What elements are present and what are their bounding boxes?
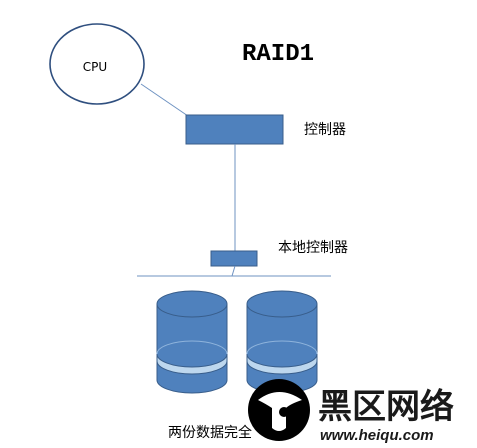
cpu-controller-connector — [140, 83, 189, 117]
cpu-label: CPU — [83, 60, 107, 74]
watermark-brand: 黑区网络 — [318, 387, 454, 427]
cpu-node — [49, 23, 145, 105]
disk-cylinder-right — [246, 290, 318, 394]
diagram-title: RAID1 — [242, 41, 314, 68]
controller-box — [185, 114, 284, 145]
watermark: 黑区网络 www.heiqu.com — [248, 379, 454, 444]
disk-right-top — [246, 290, 318, 318]
disk-cylinder-left — [156, 290, 228, 394]
disks-caption: 两份数据完全 — [168, 424, 252, 441]
local-controller-box — [210, 250, 258, 267]
watermark-url: www.heiqu.com — [320, 427, 434, 444]
disk-right-band — [246, 353, 318, 375]
local-controller-label: 本地控制器 — [278, 240, 348, 256]
disk-left-band — [156, 353, 228, 375]
local-bus-connector — [231, 265, 236, 277]
controller-label: 控制器 — [304, 122, 346, 138]
disk-left-top — [156, 290, 228, 318]
